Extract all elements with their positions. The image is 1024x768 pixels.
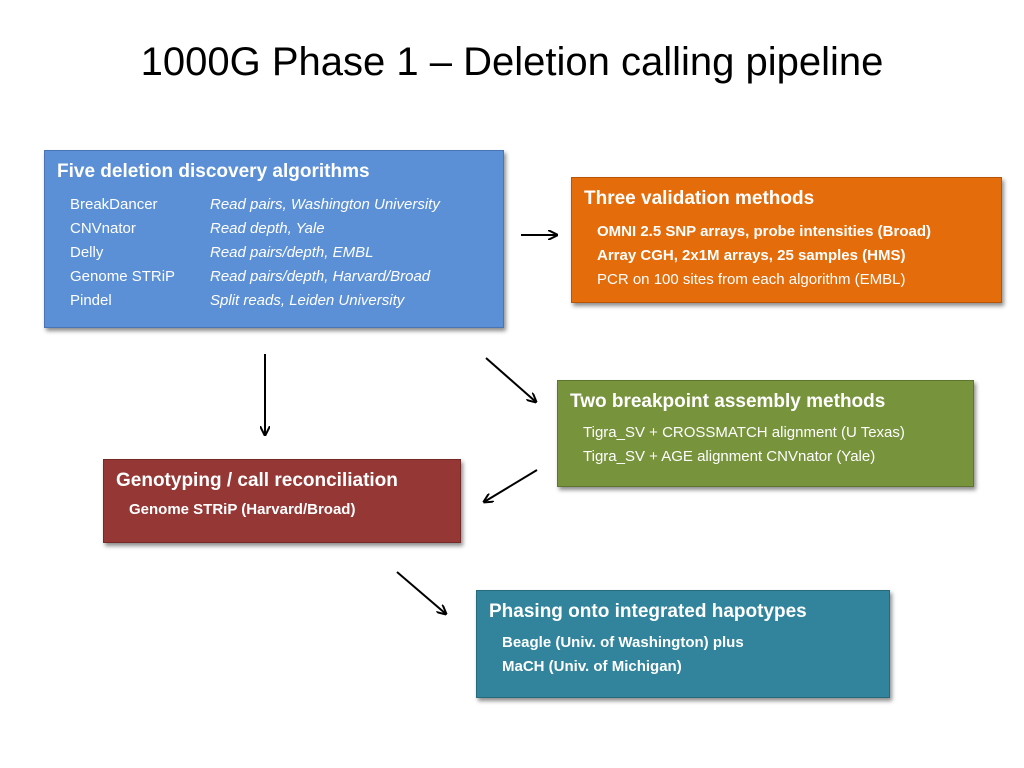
algorithm-description: Read pairs, Washington University xyxy=(210,196,440,213)
phasing-box-title: Phasing onto integrated hapotypes xyxy=(489,601,807,622)
validation-method: Array CGH, 2x1M arrays, 25 samples (HMS) xyxy=(597,247,906,264)
discovery-algorithm-list: BreakDancer Read pairs, Washington Unive… xyxy=(57,193,491,313)
phasing-method-list: Beagle (Univ. of Washington) plus MaCH (… xyxy=(489,631,877,679)
algorithm-row: Delly Read pairs/depth, EMBL xyxy=(70,241,491,265)
genotyping-box: Genotyping / call reconciliation Genome … xyxy=(103,459,461,543)
algorithm-name: Delly xyxy=(70,244,104,261)
phasing-box: Phasing onto integrated hapotypes Beagle… xyxy=(476,590,890,698)
slide-title: 1000G Phase 1 – Deletion calling pipelin… xyxy=(140,40,884,84)
assembly-box-title: Two breakpoint assembly methods xyxy=(570,391,886,412)
validation-box-title: Three validation methods xyxy=(584,188,815,209)
genotyping-method: Genome STRiP (Harvard/Broad) xyxy=(129,501,356,518)
arrow-to-phasing xyxy=(396,571,446,614)
algorithm-row: Genome STRiP Read pairs/depth, Harvard/B… xyxy=(70,265,491,289)
assembly-method: Tigra_SV + CROSSMATCH alignment (U Texas… xyxy=(583,424,905,441)
algorithm-description: Read pairs/depth, EMBL xyxy=(210,244,374,261)
arrow-assembly-to-genotyping xyxy=(484,469,538,502)
algorithm-row: CNVnator Read depth, Yale xyxy=(70,217,491,241)
algorithm-name: Pindel xyxy=(70,292,112,309)
algorithm-description: Read pairs/depth, Harvard/Broad xyxy=(210,268,431,285)
discovery-algorithms-box: Five deletion discovery algorithms Break… xyxy=(44,150,504,328)
genotyping-box-title: Genotyping / call reconciliation xyxy=(116,470,398,491)
algorithm-name: BreakDancer xyxy=(70,196,158,213)
algorithm-name: Genome STRiP xyxy=(70,268,176,285)
algorithm-description: Read depth, Yale xyxy=(210,220,325,237)
algorithm-row: BreakDancer Read pairs, Washington Unive… xyxy=(70,193,491,217)
assembly-method: Tigra_SV + AGE alignment CNVnator (Yale) xyxy=(583,448,876,465)
validation-method: PCR on 100 sites from each algorithm (EM… xyxy=(597,271,906,288)
genotyping-method-list: Genome STRiP (Harvard/Broad) xyxy=(116,498,448,522)
algorithm-description: Split reads, Leiden University xyxy=(210,292,405,309)
phasing-method: Beagle (Univ. of Washington) plus xyxy=(502,634,744,651)
validation-method: OMNI 2.5 SNP arrays, probe intensities (… xyxy=(597,223,931,240)
assembly-method-list: Tigra_SV + CROSSMATCH alignment (U Texas… xyxy=(570,421,961,469)
arrow-to-assembly xyxy=(485,357,536,402)
validation-method-list: OMNI 2.5 SNP arrays, probe intensities (… xyxy=(584,220,989,292)
algorithm-row: Pindel Split reads, Leiden University xyxy=(70,289,491,313)
validation-methods-box: Three validation methods OMNI 2.5 SNP ar… xyxy=(571,177,1002,303)
algorithm-name: CNVnator xyxy=(70,220,136,237)
phasing-method: MaCH (Univ. of Michigan) xyxy=(502,658,682,675)
discovery-box-title: Five deletion discovery algorithms xyxy=(57,161,370,182)
breakpoint-assembly-box: Two breakpoint assembly methods Tigra_SV… xyxy=(557,380,974,487)
